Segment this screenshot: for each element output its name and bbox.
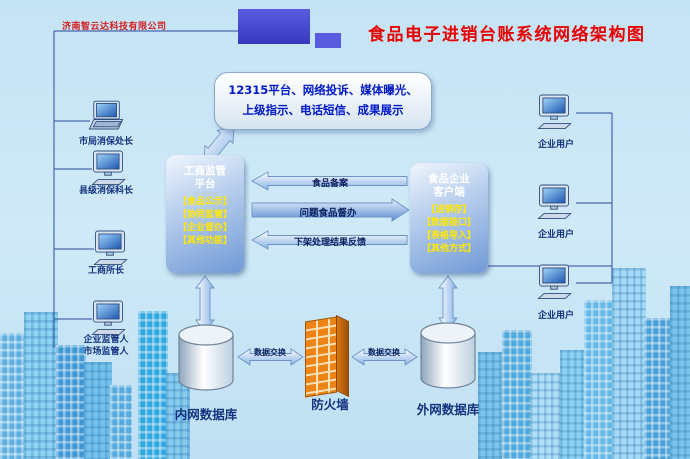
arrow-exchange-left: [237, 348, 304, 366]
building-silhouette: [110, 385, 132, 459]
building-silhouette: [612, 268, 646, 459]
decor-blue-rect-large: [238, 9, 310, 44]
platform-items: 【食品公示】 【协同监管】 【企业督办】 【其他功能】: [166, 196, 244, 248]
firewall-brick-face: [305, 316, 337, 398]
client-item: 【数据接口】: [421, 218, 476, 228]
building-silhouette: [166, 373, 190, 459]
firewall-label: 防火墙: [311, 397, 349, 412]
user-label-enterprise-3: 企业用户: [537, 311, 574, 321]
client-title: 食品企业 客户端: [428, 173, 470, 198]
platform-item: 【其他功能】: [177, 236, 232, 246]
building-silhouette: [0, 333, 26, 459]
building-silhouette: [584, 300, 614, 459]
building-silhouette: [24, 312, 58, 459]
building-silhouette: [644, 318, 672, 459]
building-silhouette: [478, 352, 504, 459]
platform-item: 【企业督办】: [177, 223, 232, 233]
computer-icon: [91, 150, 126, 186]
user-label-city-bureau: 市局消保处长: [78, 137, 133, 147]
building-silhouette: [530, 373, 562, 459]
external-database-icon: [420, 322, 476, 389]
user-label-county-section: 县级消保科长: [78, 186, 133, 196]
exchange-label-left: 数据交换: [254, 348, 286, 357]
computer-icon: [538, 94, 572, 130]
building-silhouette: [56, 345, 86, 459]
platform-node: 工商监管 平台 【食品公示】 【协同监管】 【企业督办】 【其他功能】: [166, 155, 244, 273]
external-db-label: 外网数据库: [416, 402, 480, 417]
flow-label-filing: 食品备案: [311, 179, 348, 189]
user-label-enterprise-2: 企业用户: [537, 230, 574, 240]
user-label-supervisors: 企业监管人 市场监管人: [83, 335, 129, 357]
client-item: 【其他方式】: [421, 244, 476, 254]
client-item: 【进销存】: [426, 205, 472, 215]
building-silhouette: [670, 286, 690, 459]
building-silhouette: [84, 362, 112, 459]
platform-title: 工商监管 平台: [184, 165, 226, 190]
user-label-enterprise-1: 企业用户: [537, 140, 574, 150]
external-channels-box: 12315平台、网络投诉、媒体曝光、上级指示、电话短信、成果展示: [214, 72, 432, 130]
flow-label-feedback: 下架处理结果反馈: [293, 238, 366, 248]
client-items: 【进销存】 【数据接口】 【表格导入】 【其他方式】: [410, 204, 488, 256]
decor-blue-rect-small: [315, 33, 341, 48]
platform-item: 【食品公示】: [177, 197, 232, 207]
client-item: 【表格导入】: [421, 231, 476, 241]
computer-icon: [93, 230, 128, 265]
company-name: 济南智云达科技有限公司: [62, 22, 167, 32]
platform-item: 【协同监管】: [177, 210, 232, 220]
building-silhouette: [560, 350, 586, 459]
external-channels-text: 12315平台、网络投诉、媒体曝光、上级指示、电话短信、成果展示: [228, 83, 418, 117]
firewall-icon: [304, 312, 352, 398]
computer-icon: [538, 264, 572, 299]
client-node: 食品企业 客户端 【进销存】 【数据接口】 【表格导入】 【其他方式】: [410, 163, 488, 273]
internal-db-label: 内网数据库: [174, 407, 238, 422]
arrow-exchange-right: [351, 348, 418, 366]
internal-database-icon: [178, 324, 234, 391]
laptop-icon: [88, 100, 124, 130]
building-silhouette: [502, 330, 532, 459]
arrow-food-filing: [251, 171, 408, 191]
exchange-label-right: 数据交换: [368, 348, 400, 357]
building-silhouette: [138, 311, 168, 459]
arrow-problem-supervision: [251, 198, 410, 222]
computer-icon: [538, 184, 572, 220]
flow-label-supervision: 问题食品督办: [299, 208, 357, 219]
computer-icon: [91, 300, 126, 335]
firewall-side-face: [336, 314, 349, 398]
user-label-office-director: 工商所长: [87, 266, 124, 276]
arrow-removal-feedback: [251, 230, 408, 250]
network-lines: [53, 30, 613, 348]
page-title: 食品电子进销台账系统网络架构图: [368, 25, 646, 45]
